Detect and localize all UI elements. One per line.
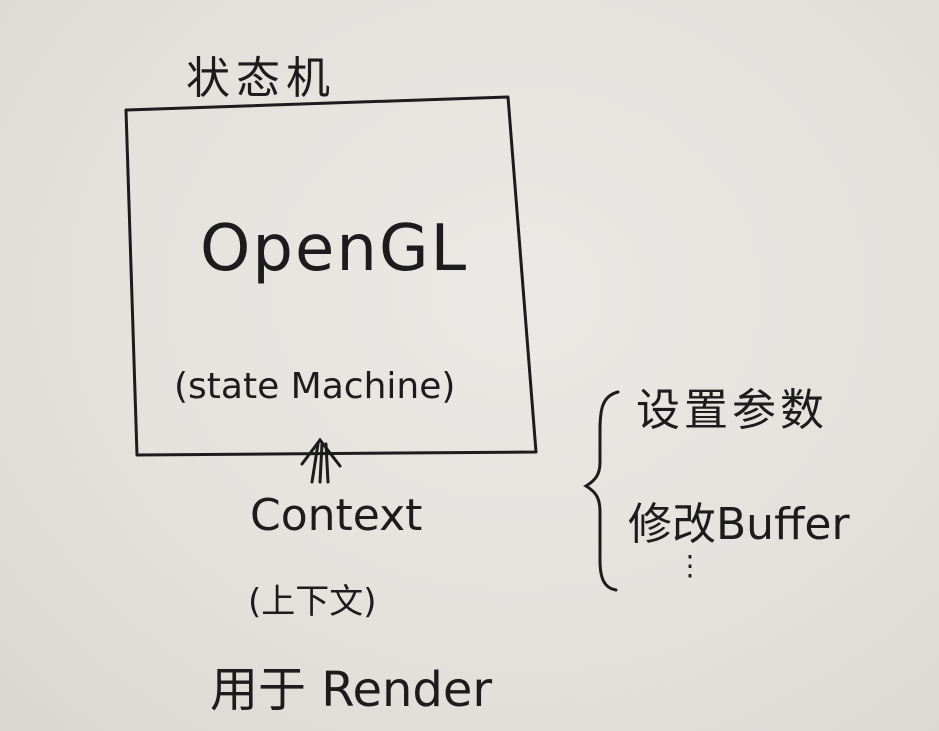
box-main-label: OpenGL bbox=[200, 212, 469, 286]
context-label-cn: (上下文) bbox=[248, 582, 377, 622]
usage-label: 用于 Render bbox=[210, 662, 493, 718]
context-arrow bbox=[300, 437, 342, 484]
state-machine-box bbox=[124, 95, 538, 457]
brace-item-modify-buffer: 修改Buffer bbox=[628, 499, 850, 550]
brace-item-ellipsis: ⋮ bbox=[676, 549, 704, 582]
brace-item-set-params: 设置参数 bbox=[636, 385, 828, 436]
box-sub-label: (state Machine) bbox=[174, 366, 456, 407]
diagram-title: 状态机 bbox=[186, 53, 336, 104]
context-label: Context bbox=[250, 490, 423, 541]
curly-brace bbox=[583, 390, 620, 592]
